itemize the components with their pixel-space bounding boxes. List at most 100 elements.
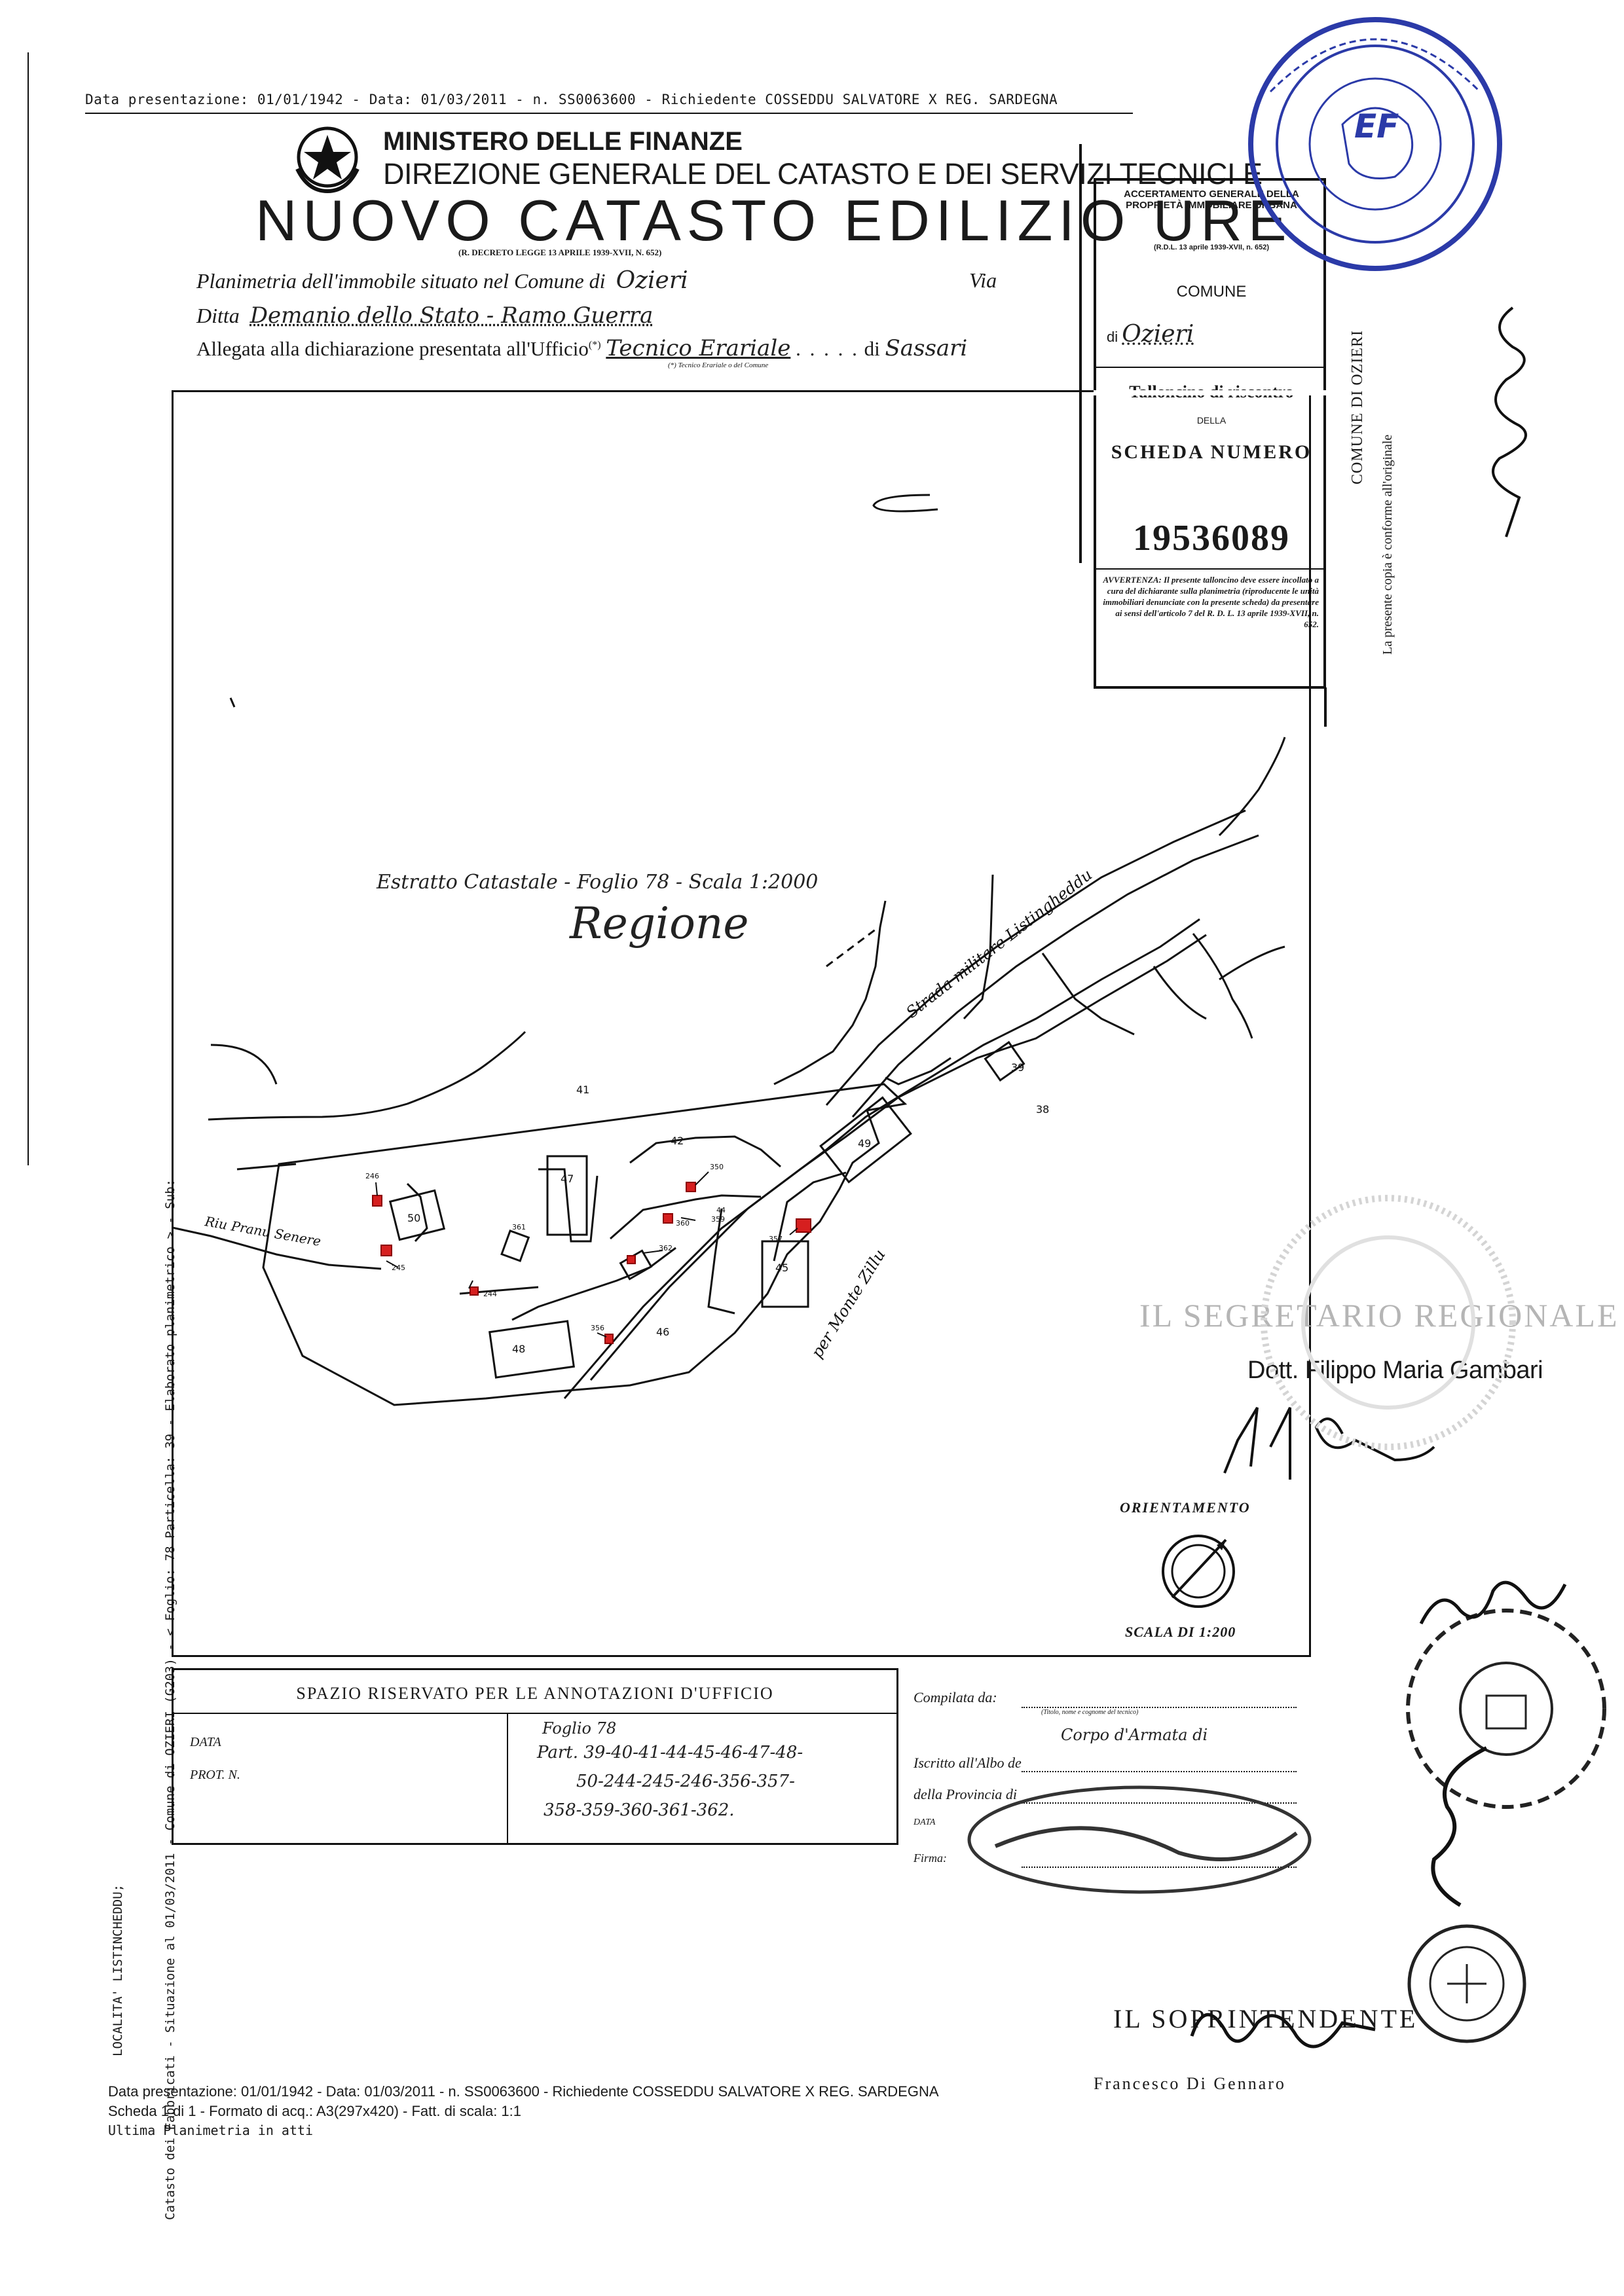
terrain-5 [885, 1057, 951, 1085]
bottom-right-round-stamp [1406, 1609, 1606, 1809]
ministry-title: MINISTERO DELLE FINANZE [383, 127, 743, 156]
parcel-label-350: 350 [710, 1163, 724, 1171]
comune-value: Ozieri [616, 267, 688, 294]
annotazioni-part-1: Part. 39-40-41-44-45-46-47-48- [537, 1743, 803, 1762]
di-value: Sassari [885, 335, 968, 361]
tagliando-divider-1 [1095, 367, 1325, 368]
red-parcel-246a [372, 1195, 382, 1207]
terrain-12 [826, 926, 879, 968]
tagliando-rdl: (R.D.L. 13 aprile 1939-XVII, n. 652) [1153, 244, 1270, 251]
inner-path-5 [511, 1247, 676, 1321]
allegata-label: Allegata alla dichiarazione presentata a… [196, 337, 589, 360]
road-label-military: Strada militare Listingheddu [902, 866, 1096, 1022]
tagliando-scheda: SCHEDA NUMERO [1111, 441, 1312, 463]
compilata-label: Compilata da: [913, 1689, 997, 1705]
road-label-monte: per Monte Zillu [807, 1246, 889, 1361]
parcel-label-246a: 246 [365, 1172, 379, 1180]
right-comune-stamp: COMUNE DI OZIERI [1349, 330, 1366, 484]
direction-title: DIREZIONE GENERALE DEL CATASTO E DEI SER… [383, 157, 1263, 191]
pen-mark-tick [229, 697, 236, 708]
road-military-1 [825, 809, 1246, 1106]
planimetry-frame [172, 390, 1311, 1657]
compilata-dot-3 [1022, 1802, 1297, 1804]
parcel-label-356: 356 [591, 1324, 604, 1332]
terrain-1 [208, 1030, 526, 1121]
inner-path-4 [610, 1194, 762, 1240]
building-361 [500, 1230, 530, 1262]
building-48 [489, 1320, 575, 1379]
river-label: Riu Pranu Senere [203, 1213, 322, 1249]
parcel-label-244: 244 [483, 1290, 497, 1298]
compilata-dot-1 [1022, 1706, 1297, 1708]
compilata-corpo: Corpo d'Armata di [1061, 1726, 1208, 1744]
red-parcel-246b [380, 1245, 392, 1256]
red-parcel-360 [663, 1213, 673, 1224]
footer-line-2: Scheda 1 di 1 - Formato di acq.: A3(297x… [108, 2103, 521, 2119]
left-margin-line [28, 52, 29, 1165]
tagliando-avvertenza: AVVERTENZA: Il presente talloncino deve … [1103, 575, 1319, 629]
parcel-label-41: 41 [576, 1084, 589, 1096]
bottom-right-signature [1431, 1746, 1488, 1907]
right-signature [1492, 306, 1527, 538]
tagliando-comune-row: di Ozieri [1107, 321, 1194, 348]
river-pranu [172, 1226, 382, 1270]
footer-line-3: Ultima Planimetria in atti [108, 2123, 314, 2138]
tagliando-bottom-right [1324, 687, 1327, 727]
allegata-row: Allegata alla dichiarazione presentata a… [196, 335, 967, 361]
republic-emblem-icon [295, 126, 360, 194]
annotazioni-part-3: 358-359-360-361-362. [544, 1800, 735, 1820]
terrain-8 [1219, 945, 1285, 981]
terrain-7 [1192, 933, 1253, 1039]
region-label: Regione [570, 898, 749, 949]
red-parcel-350 [686, 1182, 696, 1192]
compilata-dot-2 [1022, 1770, 1297, 1772]
inner-path-2 [538, 1168, 599, 1243]
tagliando-divider-2 [1095, 568, 1325, 570]
allegata-sup: (*) [588, 339, 601, 351]
tagliando-comune-label: COMUNE [1176, 283, 1247, 301]
sardegna-round-stamp [1407, 1924, 1526, 2043]
terrain-10 [1041, 953, 1135, 1036]
parcel-label-46: 46 [656, 1326, 669, 1338]
top-presentation-line: Data presentazione: 01/01/1942 - Data: 0… [85, 92, 1058, 107]
annotazioni-data-label: DATA [190, 1735, 221, 1749]
building-49 [819, 1096, 912, 1184]
ditta-row: Ditta Demanio dello Stato - Ramo Guerra [196, 302, 653, 329]
blue-ministry-stamp: EF [1248, 17, 1502, 271]
ditta-value: Demanio dello Stato - Ramo Guerra [249, 302, 654, 329]
parcel-label-50: 50 [407, 1212, 420, 1224]
secretary-signature [1223, 1406, 1435, 1480]
annotazioni-header-line [172, 1713, 898, 1714]
compilata-iscritto: Iscritto all'Albo de [913, 1755, 1022, 1771]
parcel-label-362: 362 [659, 1244, 673, 1252]
building-39 [984, 1040, 1025, 1082]
parcel-label-361: 361 [512, 1223, 526, 1231]
annotazioni-foglio: Foglio 78 [542, 1719, 617, 1738]
map-caption: Estratto Catastale - Foglio 78 - Scala 1… [377, 871, 819, 894]
secretary-name: Dott. Filippo Maria Gambari [1247, 1357, 1543, 1384]
catasto-title: NUOVO CATASTO EDILIZIO URE [255, 188, 1293, 253]
bottom-right-oval-stamp [967, 1785, 1312, 1894]
di-label: di [864, 337, 880, 360]
terrain-4 [773, 900, 887, 1085]
tagliando-box [1094, 178, 1326, 689]
red-parcel-244 [470, 1286, 479, 1296]
tagliando-inner-left [1079, 144, 1082, 563]
building-45 [761, 1240, 809, 1308]
annotazioni-title: SPAZIO RISERVATO PER LE ANNOTAZIONI D'UF… [296, 1684, 774, 1703]
terrain-11 [1218, 737, 1286, 837]
terrain-3 [210, 1044, 278, 1085]
annotazioni-col-line [507, 1713, 508, 1844]
ditta-label: Ditta [196, 304, 240, 327]
footer-line-1: Data presentazione: 01/01/1942 - Data: 0… [108, 2083, 939, 2100]
parcel-label-39: 39 [1011, 1061, 1024, 1074]
cadastral-map: 41 42 47 50 49 38 39 45 48 46 246 245 24… [172, 494, 1286, 1406]
scala-label: SCALA DI 1:200 [1125, 1624, 1236, 1640]
via-label: Via [969, 268, 997, 292]
building-50 [388, 1189, 446, 1241]
road-military-2 [851, 834, 1259, 1118]
compilata-data: DATA [913, 1817, 936, 1827]
top-divider [85, 113, 1133, 114]
red-parcel-357 [796, 1218, 811, 1233]
frame-overlap-cover [1094, 390, 1326, 395]
